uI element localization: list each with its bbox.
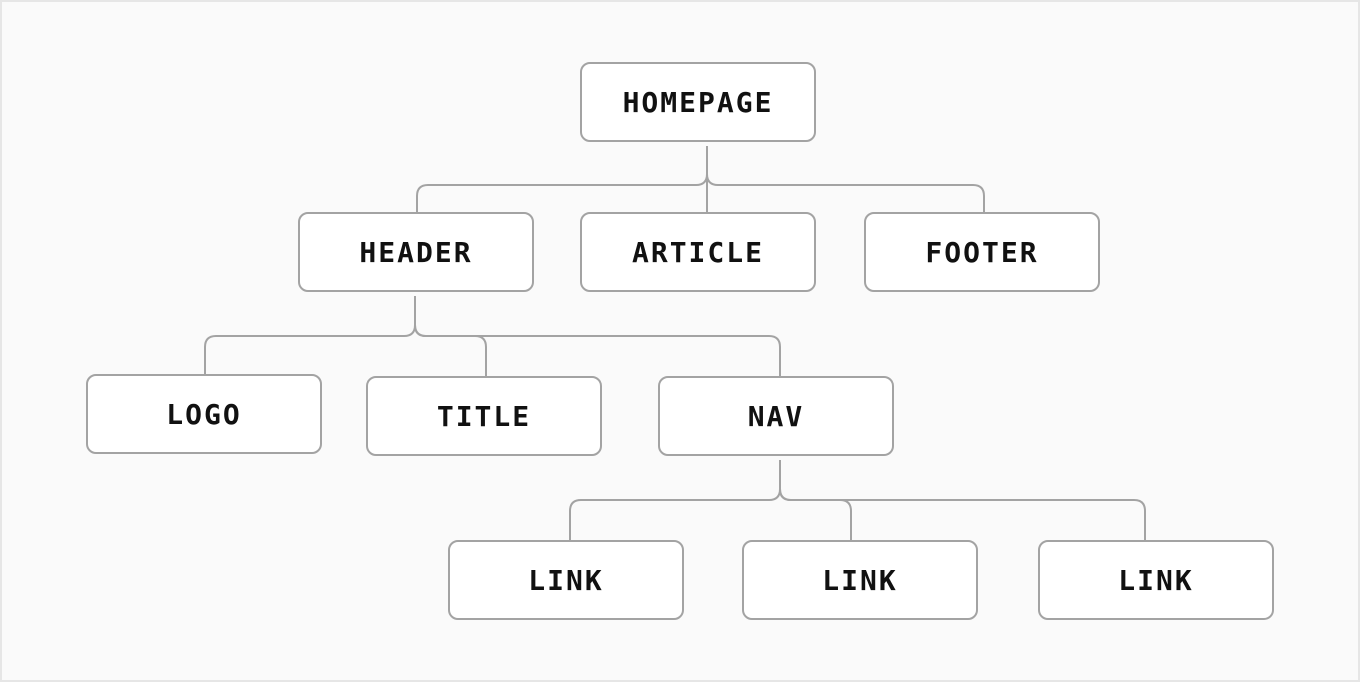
edge-nav-link-3 [779, 460, 1146, 542]
node-label: FOOTER [925, 235, 1039, 269]
edge-header-nav [414, 296, 781, 378]
node-label: ARTICLE [631, 235, 764, 269]
node-label: LINK [528, 563, 604, 597]
node-header[interactable]: HEADER [298, 212, 534, 292]
node-article[interactable]: ARTICLE [580, 212, 816, 292]
node-homepage[interactable]: HOMEPAGE [580, 62, 816, 142]
node-label: NAV [747, 399, 805, 433]
edge-homepage-footer [706, 146, 985, 214]
node-label: LOGO [166, 397, 242, 431]
node-link-3[interactable]: LINK [1038, 540, 1274, 620]
node-link-2[interactable]: LINK [742, 540, 978, 620]
node-logo[interactable]: LOGO [86, 374, 322, 454]
edge-nav-link-1 [569, 460, 781, 542]
node-label: HEADER [359, 235, 473, 269]
node-label: TITLE [436, 399, 532, 433]
node-label: HOMEPAGE [622, 85, 774, 119]
node-label: LINK [1118, 563, 1194, 597]
node-link-1[interactable]: LINK [448, 540, 684, 620]
edge-homepage-header [416, 146, 708, 214]
node-nav[interactable]: NAV [658, 376, 894, 456]
edge-header-logo [204, 296, 416, 376]
node-label: LINK [822, 563, 898, 597]
node-footer[interactable]: FOOTER [864, 212, 1100, 292]
node-title[interactable]: TITLE [366, 376, 602, 456]
